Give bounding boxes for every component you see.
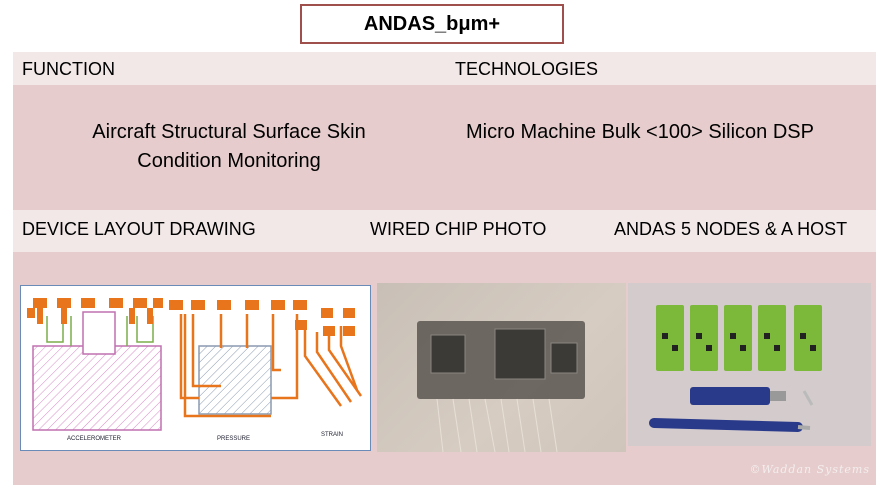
bond-wires — [436, 398, 558, 452]
accelerometer-mass — [32, 345, 162, 431]
header-band-columns — [13, 210, 876, 252]
nodes-photo-svg — [649, 305, 822, 432]
pressure-pads — [169, 300, 307, 310]
pressure-diaphragm — [198, 345, 272, 415]
header-band-function — [13, 52, 876, 85]
wired-chip-header: WIRED CHIP PHOTO — [370, 219, 547, 239]
page-title: ANDAS_bμm+ — [300, 4, 564, 44]
content-band-function — [13, 85, 876, 210]
strain-label: STRAIN — [321, 432, 343, 438]
function-header: FUNCTION — [22, 59, 115, 79]
host-pen — [649, 418, 803, 432]
function-text-line2: Condition Monitoring — [137, 150, 321, 172]
watermark: ©Waddan Systems — [749, 463, 870, 476]
accelerometer-pads — [27, 298, 163, 324]
pressure-label: PRESSURE — [217, 436, 250, 442]
chip-photo-svg — [417, 321, 585, 452]
andas-nodes-header: ANDAS 5 NODES & A HOST — [614, 219, 848, 239]
paper-clip — [802, 390, 814, 406]
host-usb-dongle — [690, 387, 770, 405]
sensor-nodes — [656, 305, 822, 371]
technologies-text: Micro Machine Bulk <100> Silicon DSP — [466, 121, 814, 143]
strain-pads — [295, 308, 355, 336]
device-layout-header: DEVICE LAYOUT DRAWING — [22, 219, 256, 239]
andas-nodes-photo — [628, 283, 871, 446]
function-text-line1: Aircraft Structural Surface Skin — [92, 121, 366, 143]
layout-drawing-svg: ACCELEROMETER PRESSURE STRAIN — [27, 298, 363, 442]
technologies-header: TECHNOLOGIES — [455, 59, 599, 79]
device-layout-drawing: ACCELEROMETER PRESSURE STRAIN — [20, 285, 371, 451]
wired-chip-photo — [377, 283, 626, 452]
accelerometer-anchor — [82, 311, 116, 355]
accelerometer-label: ACCELEROMETER — [67, 436, 122, 442]
function-text: Aircraft Structural Surface Skin Conditi… — [76, 118, 382, 176]
